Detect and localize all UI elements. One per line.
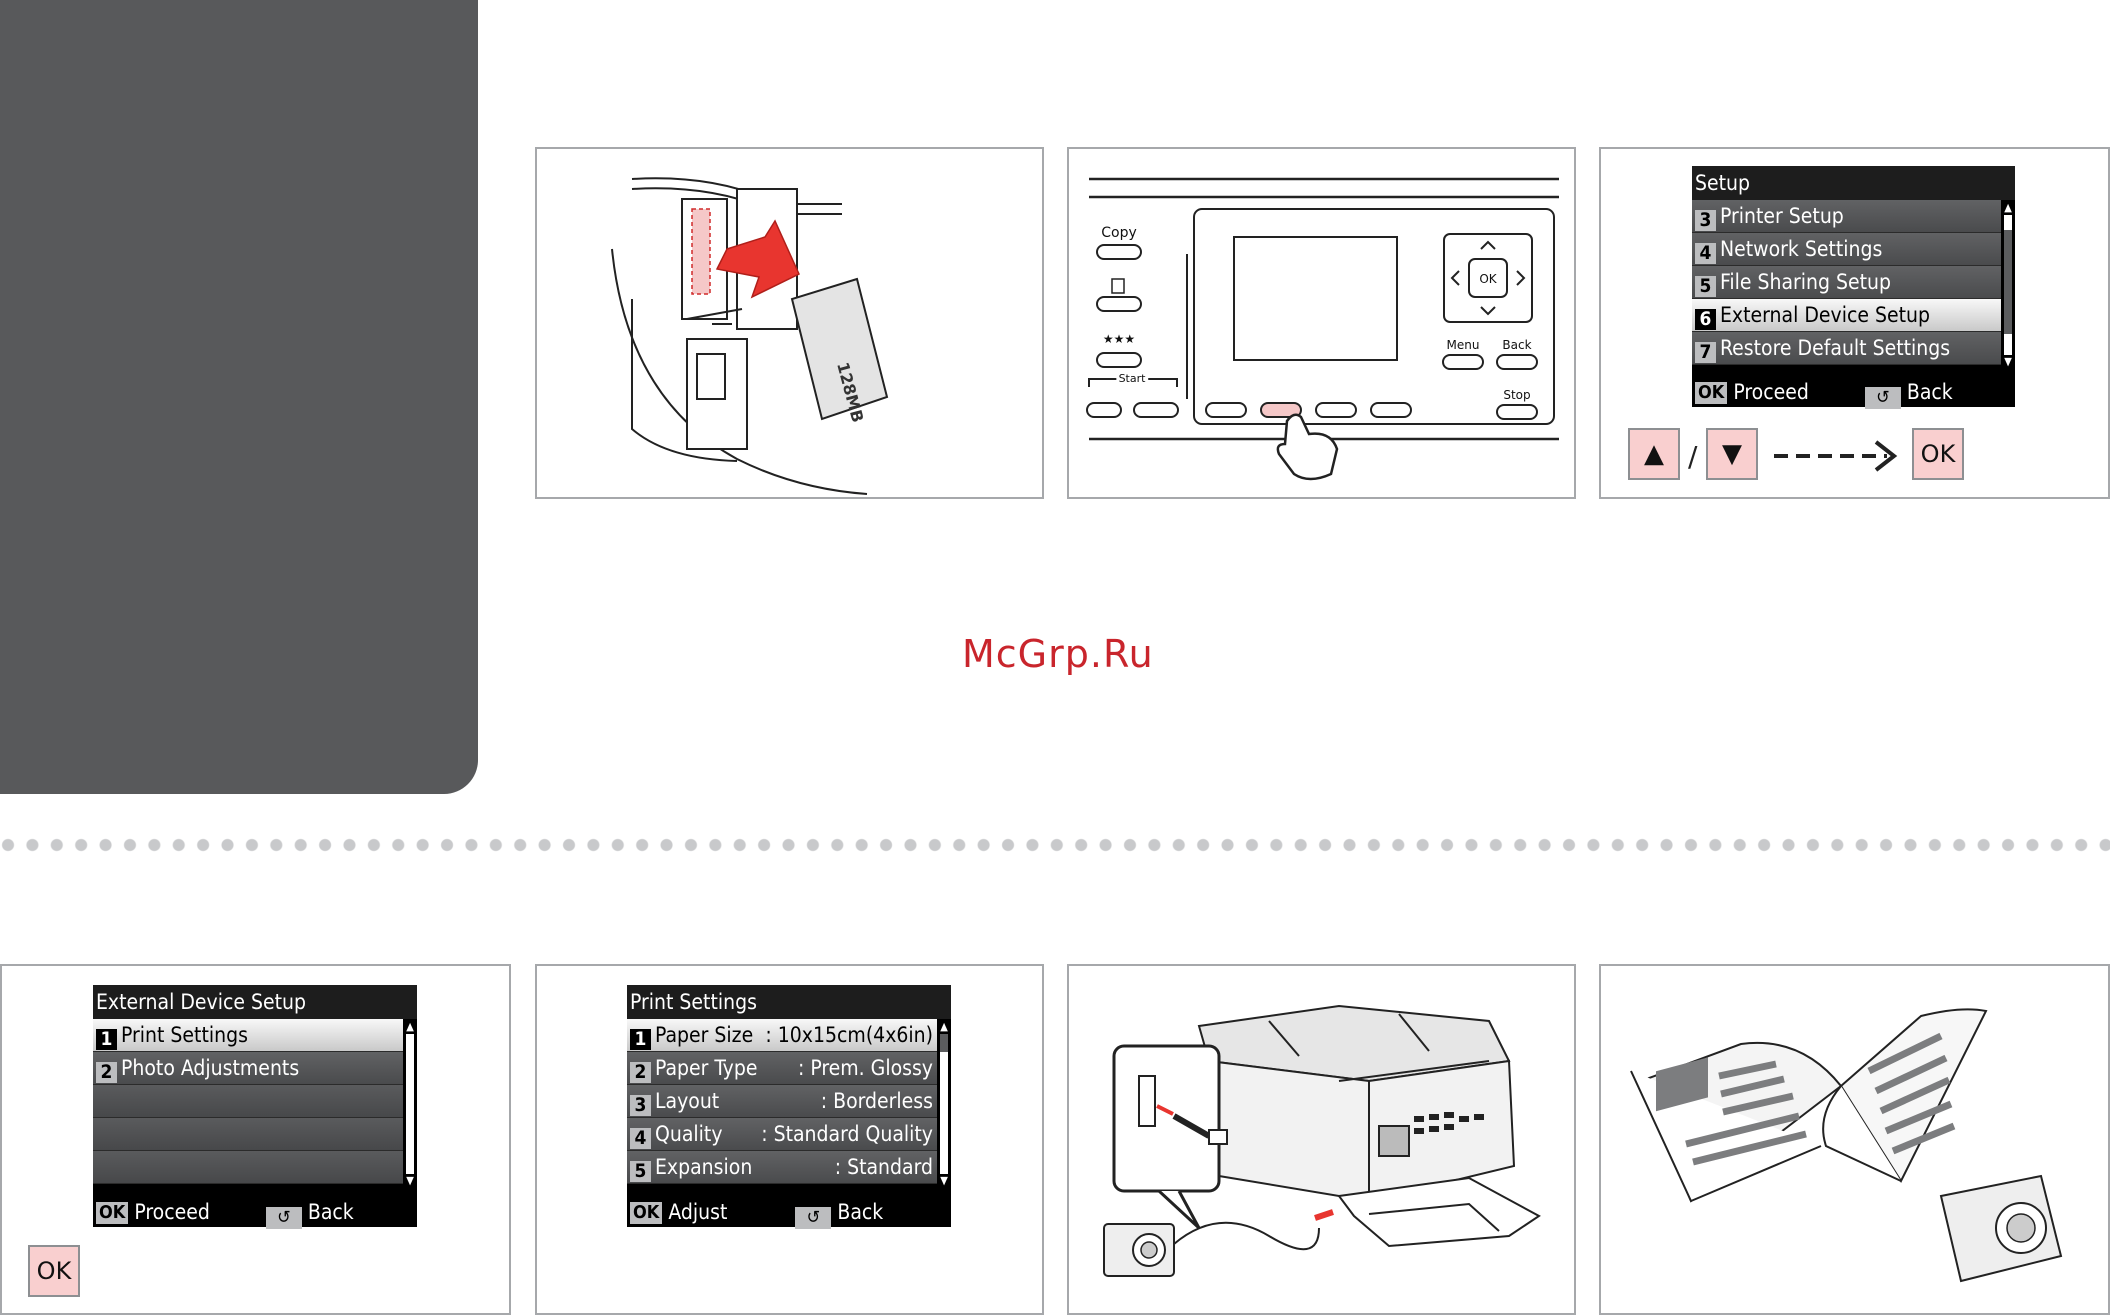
print-scrollbar[interactable]: ▲ ▼ (937, 1019, 951, 1189)
back-arrow-icon: ↺ (265, 1207, 302, 1229)
copy-label: Copy (1101, 225, 1137, 241)
stars-label: ★★★ (1103, 332, 1135, 346)
camera-icon (1939, 1174, 2063, 1283)
manual-illustration (1630, 1008, 2063, 1283)
ok-key-badge: OK (1695, 382, 1728, 404)
scroll-up-icon: ▲ (2004, 201, 2012, 214)
setup-scrollbar[interactable]: ▲ ▼ (2001, 200, 2015, 370)
external-screen-title: External Device Setup (93, 985, 417, 1019)
setup-screen-title: Setup (1692, 166, 2015, 200)
setup-screen-footer: OK Proceed ↺ Back (1692, 377, 2015, 409)
insert-arrow-icon (715, 219, 800, 299)
external-scrollbar[interactable]: ▲ ▼ (403, 1019, 417, 1189)
adjust-label: Adjust (668, 1200, 728, 1224)
manual-text-lines (1685, 1032, 1956, 1166)
panel-control-panel: OK Copy ★★★ Start Menu Back Stop (1067, 147, 1576, 499)
usb-port-zoom (1112, 1044, 1221, 1193)
back-arrow-icon: ↺ (1864, 387, 1901, 409)
section-tab (0, 0, 478, 794)
back-arrow-icon: ↺ (795, 1207, 832, 1229)
back-label: Back (837, 1200, 884, 1224)
scroll-down-icon: ▼ (940, 1174, 948, 1187)
scroll-up-icon: ▲ (406, 1020, 414, 1033)
start-label: Start (1119, 372, 1147, 385)
key-separator: / (1688, 440, 1698, 473)
proceed-label: Proceed (1733, 380, 1809, 404)
pressing-finger-icon (1276, 413, 1339, 481)
camera-connection-illustration (1103, 1004, 1541, 1277)
print-screen-title: Print Settings (627, 985, 951, 1019)
memory-card-illustration: 128MB (611, 177, 889, 495)
print-screen-footer: OK Adjust ↺ Back (627, 1197, 951, 1229)
scroll-down-icon: ▼ (406, 1174, 414, 1187)
panel-connect-camera (1067, 964, 1576, 1315)
panel-insert-card: 128MB (535, 147, 1044, 499)
sd-card-icon: 128MB (790, 277, 889, 424)
ok-key-badge: OK (96, 1202, 129, 1224)
back-label: Back (307, 1200, 354, 1224)
watermark: McGrp.Ru (962, 632, 1154, 676)
list-item-empty (93, 1151, 403, 1184)
ok-key[interactable]: OK (1912, 428, 1964, 480)
proceed-arrow-icon (1774, 440, 1898, 472)
list-item-empty (93, 1085, 403, 1118)
dotted-divider (0, 837, 2110, 853)
panel-manual (1599, 964, 2110, 1315)
proceed-label: Proceed (134, 1200, 210, 1224)
manual-photo-block (1656, 1057, 1708, 1112)
down-arrow-key[interactable]: ▼ (1706, 428, 1758, 480)
ok-key-label: OK (1479, 272, 1497, 286)
stop-label: Stop (1503, 388, 1530, 402)
usb-insert-arrow-icon (1314, 1209, 1334, 1221)
back-label: Back (1502, 338, 1531, 352)
back-label: Back (1906, 380, 1953, 404)
up-arrow-key[interactable]: ▲ (1628, 428, 1680, 480)
plug-arrow-icon (1156, 1104, 1174, 1116)
camera-icon (1103, 1223, 1175, 1277)
scroll-down-icon: ▼ (2004, 355, 2012, 368)
list-item-empty (93, 1118, 403, 1151)
control-panel-illustration: OK Copy ★★★ Start Menu Back Stop (1086, 177, 1559, 481)
ok-key-bottom[interactable]: OK (28, 1245, 80, 1297)
photo-mode-icon (1111, 278, 1125, 294)
scroll-up-icon: ▲ (940, 1020, 948, 1033)
external-screen-footer: OK Proceed ↺ Back (93, 1197, 417, 1229)
ok-key-badge: OK (630, 1202, 663, 1224)
menu-label: Menu (1447, 338, 1480, 352)
